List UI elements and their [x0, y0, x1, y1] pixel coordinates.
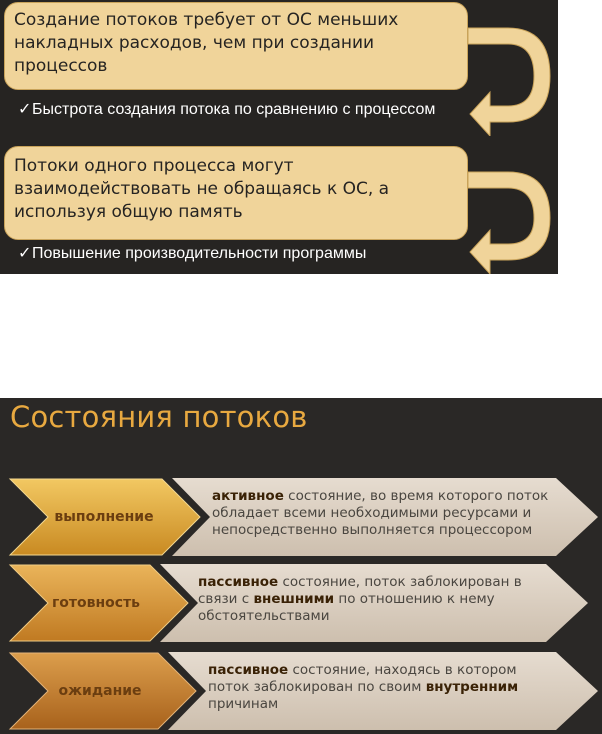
state-label-waiting: ожидание [58, 683, 142, 699]
state-chevron [8, 652, 197, 730]
benefit-item-2: ✓ Повышение производительности программы [18, 244, 438, 264]
state-row-ready: готовность пассивное состояние, поток за… [0, 562, 602, 644]
state-row-waiting: ожидание пассивное состояние, находясь в… [0, 650, 602, 732]
advantage-box-1-text: Создание потоков требует от ОС меньших н… [14, 10, 399, 76]
advantage-box-2-text: Потоки одного процесса могут взаимодейст… [14, 156, 390, 222]
curved-return-arrow-icon [468, 171, 551, 274]
state-chevron [8, 478, 201, 556]
state-description-ready: пассивное состояние, поток заблокирован … [198, 574, 522, 624]
state-description-running: активное состояние, во время которого по… [212, 488, 549, 538]
state-row-running: выполнение активное состояние, во время … [0, 476, 602, 558]
benefit-item-2-text: Повышение производительности программы [32, 245, 367, 262]
checkmark-icon: ✓ [18, 101, 32, 118]
benefit-item-1: ✓ Быстрота создания потока по сравнению … [18, 100, 438, 120]
checkmark-icon: ✓ [18, 245, 32, 262]
state-row-shapes [8, 478, 598, 556]
state-chevron [8, 564, 189, 642]
state-description-waiting: пассивное состояние, находясь в котором … [208, 662, 519, 712]
advantage-box-2: Потоки одного процесса могут взаимодейст… [4, 146, 468, 240]
state-row-shapes [8, 564, 588, 642]
description-chevron [172, 478, 598, 556]
description-chevron [160, 564, 588, 642]
curved-return-arrow-icon [468, 27, 551, 136]
advantages-slide: Создание потоков требует от ОС меньших н… [0, 0, 558, 274]
slide-title: Состояния потоков [10, 400, 308, 434]
state-label-ready: готовность [51, 595, 141, 611]
state-row-shapes [8, 652, 598, 730]
description-chevron [168, 652, 598, 730]
state-label-running: выполнение [54, 509, 154, 525]
advantage-box-1: Создание потоков требует от ОС меньших н… [4, 2, 468, 90]
thread-states-slide: Состояния потоков выполнение активное со… [0, 398, 602, 734]
benefit-item-1-text: Быстрота создания потока по сравнению с … [32, 101, 436, 118]
